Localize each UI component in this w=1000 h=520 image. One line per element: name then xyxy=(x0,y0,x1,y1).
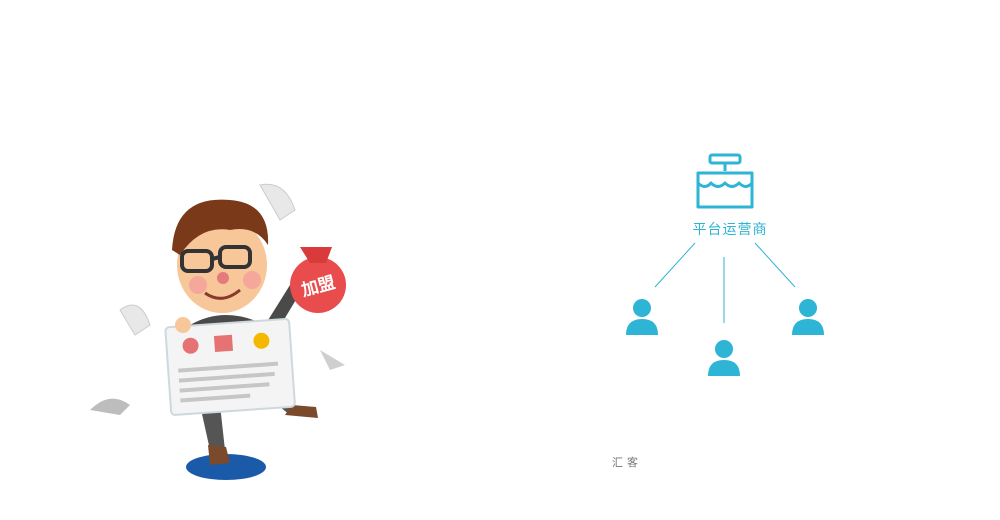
platform-diagram: 平台运营商 xyxy=(610,145,850,390)
store-icon xyxy=(696,153,754,209)
user-icon xyxy=(626,299,658,335)
connector-line xyxy=(654,242,696,288)
platform-label: 平台运营商 xyxy=(692,222,768,238)
user-icon xyxy=(708,340,740,376)
cartoon-businessman-icon: 加盟 xyxy=(80,175,370,495)
user-icon xyxy=(792,299,824,335)
connector-line xyxy=(754,242,796,288)
watermark: 汇客 xyxy=(612,456,642,469)
